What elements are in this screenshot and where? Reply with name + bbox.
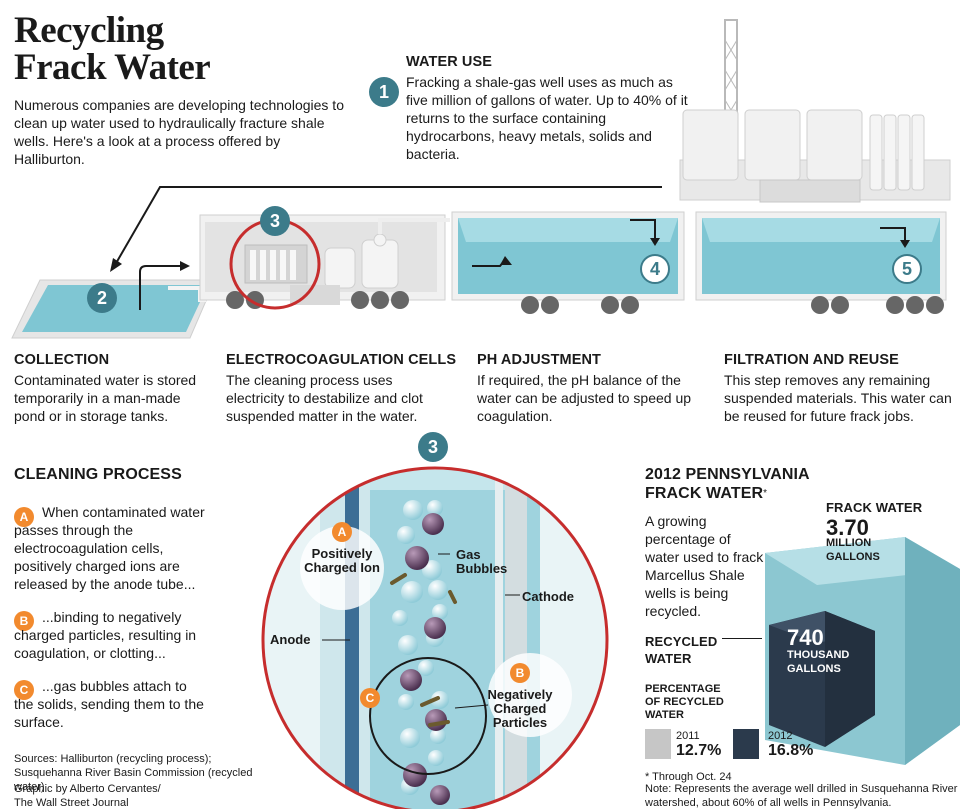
electrocoagulation-detail <box>261 466 609 809</box>
gas-bubbles-label: Gas Bubbles <box>456 547 508 576</box>
cathode-tube <box>505 468 527 809</box>
recycled-water-label: RECYCLED WATER <box>645 634 718 666</box>
title-line-2: Frack Water <box>14 47 211 88</box>
pa-heading-line-2: FRACK WATER* <box>645 484 810 503</box>
step-2-heading: COLLECTION <box>14 352 110 368</box>
frack-water-label: FRACK WATER <box>826 500 923 515</box>
cleaning-heading: CLEANING PROCESS <box>14 466 182 483</box>
cleaning-a-badge: A <box>14 507 34 527</box>
sources: Sources: Halliburton (recycling process)… <box>14 753 253 793</box>
footnote-through: * Through Oct. 24 <box>645 771 732 783</box>
year-2011-swatch <box>645 729 671 759</box>
ion-callout <box>300 526 384 610</box>
pct-label: PERCENTAGE OF RECYCLED WATER <box>645 683 724 721</box>
year-2011-pct: 12.7% <box>676 742 722 759</box>
coagulation-highlight <box>369 657 487 775</box>
anode-tube <box>345 468 359 809</box>
coagulation-letter: C <box>360 688 380 708</box>
cleaning-b-text: ...binding to negatively charged particl… <box>14 609 197 661</box>
page-title: Recycling Frack Water <box>14 12 274 86</box>
step-4-heading: PH ADJUSTMENT <box>477 352 602 368</box>
step-5-heading: FILTRATION AND REUSE <box>724 352 899 368</box>
year-2011-label: 2011 <box>676 730 700 742</box>
return-flow-arrow <box>114 186 662 266</box>
cleaning-a-text: When contaminated water passes through t… <box>14 504 205 592</box>
arrow-head <box>110 258 122 272</box>
recycled-water-unit: THOUSAND GALLONS <box>787 649 850 675</box>
year-2012-pct: 16.8% <box>768 742 814 759</box>
pa-heading-line-1: 2012 PENNSYLVANIA <box>645 466 810 483</box>
electrocoagulation-trailer <box>199 214 450 309</box>
frack-water-unit: MILLION GALLONS <box>826 537 880 563</box>
detail-frame <box>261 466 609 809</box>
ion-letter: A <box>332 522 352 542</box>
step-1-heading: WATER USE <box>406 54 493 70</box>
year-2012-swatch <box>733 729 759 759</box>
cleaning-c-badge: C <box>14 680 34 700</box>
step-4-badge: 4 <box>640 254 670 284</box>
step-3-badge: 3 <box>260 206 290 236</box>
frack-water-value: 3.70 <box>826 515 869 540</box>
pa-description: A growing percentage of water used to fr… <box>645 513 764 619</box>
cleaning-c-text: ...gas bubbles attach to the solids, sen… <box>14 678 204 730</box>
footnote-note: Note: Represents the average well drille… <box>645 783 958 809</box>
volume-cube <box>765 537 960 765</box>
intro-text: Numerous companies are developing techno… <box>14 97 344 167</box>
pa-heading: 2012 PENNSYLVANIA FRACK WATER* <box>645 465 810 503</box>
step-5-badge: 5 <box>892 254 922 284</box>
collection-pond <box>11 279 216 339</box>
step-5-text: This step removes any remaining suspende… <box>724 372 952 424</box>
pa-asterisk: * <box>763 488 768 499</box>
process-illustration <box>11 19 951 339</box>
step-1-badge: 1 <box>369 77 399 107</box>
step-3-text: The cleaning process uses electricity to… <box>226 372 423 424</box>
pa-heading-line-2-text: FRACK WATER <box>645 485 764 502</box>
particle-label: Negatively Charged Particles <box>487 687 553 730</box>
credit: Graphic by Alberto Cervantes/ The Wall S… <box>14 783 161 809</box>
detail-badge: 3 <box>418 432 448 462</box>
step-2-badge: 2 <box>87 283 117 313</box>
recycled-leader <box>722 638 762 639</box>
recycled-water-value: 740 <box>787 625 824 650</box>
year-2012-label: 2012 <box>768 730 793 742</box>
step-4-text: If required, the pH balance of the water… <box>477 372 692 424</box>
step-1-text: Fracking a shale-gas well uses as much a… <box>406 74 688 162</box>
particle-callout <box>488 653 572 737</box>
cleaning-b-badge: B <box>14 611 34 631</box>
filtration-tank <box>695 211 947 314</box>
cathode-label: Cathode <box>522 589 574 604</box>
particle-letter: B <box>510 663 530 683</box>
step-2-text: Contaminated water is stored temporarily… <box>14 372 197 424</box>
step-3-heading: ELECTROCOAGULATION CELLS <box>226 352 457 368</box>
ion-label: Positively Charged Ion <box>304 546 380 575</box>
title-line-1: Recycling <box>14 10 164 51</box>
drilling-site <box>679 19 951 203</box>
anode-label: Anode <box>270 632 311 647</box>
